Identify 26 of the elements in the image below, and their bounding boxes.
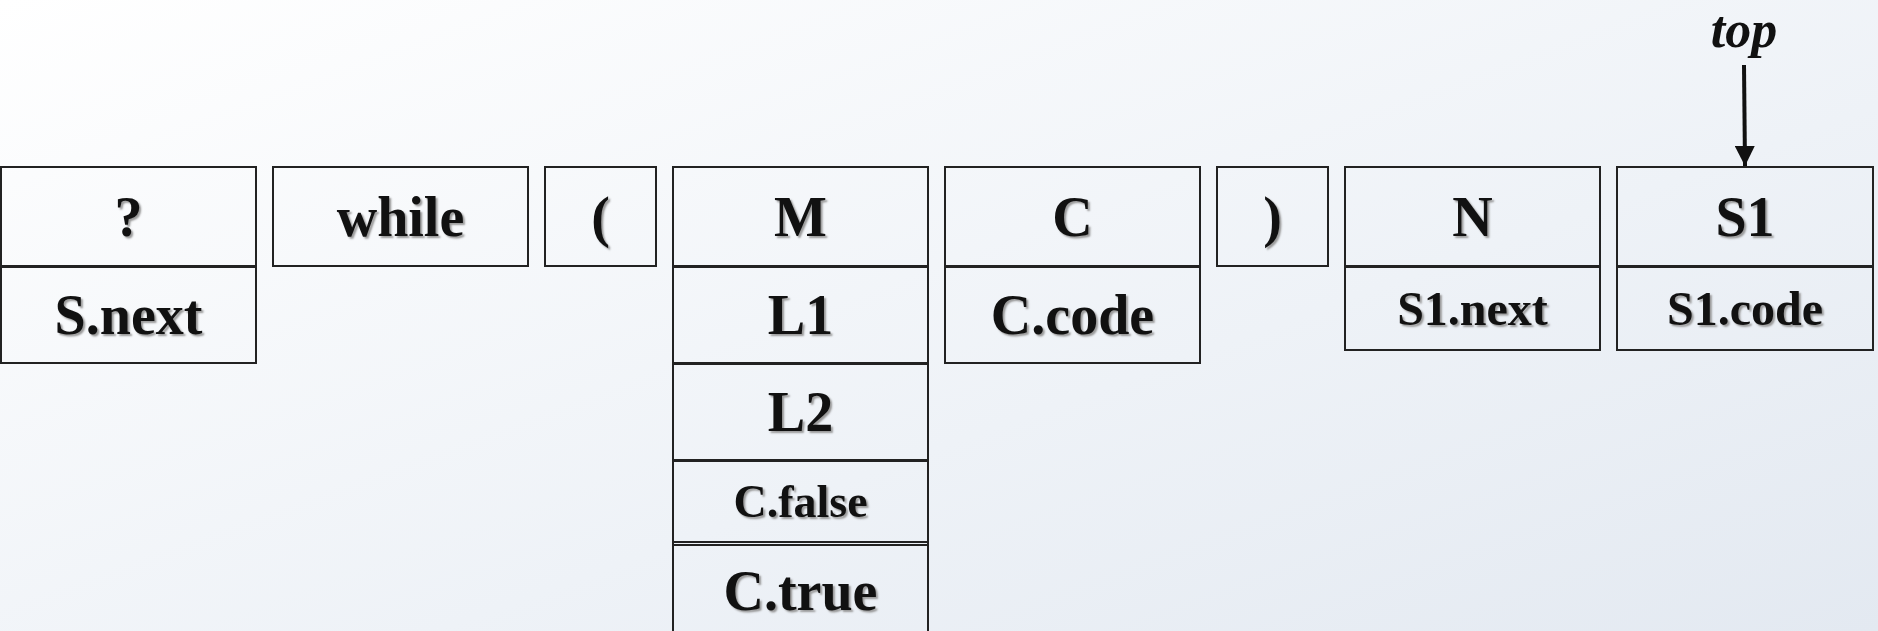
attribute-field: L1: [674, 265, 927, 362]
arrow: [1734, 64, 1755, 167]
stack-entry: [672, 166, 929, 631]
attribute-field: C.true: [674, 541, 927, 631]
stack-entry: [544, 166, 657, 267]
stack-entry: [1344, 166, 1601, 351]
stack-entry: [272, 166, 529, 267]
grammar-symbol: (: [590, 184, 611, 250]
attribute-field: S.next: [2, 265, 255, 362]
grammar-symbol: while: [335, 184, 466, 250]
attribute-field: S1.next: [1346, 265, 1599, 349]
stack-entry: [1216, 166, 1329, 267]
grammar-symbol: M: [773, 184, 828, 250]
grammar-symbol: S1: [1714, 184, 1776, 250]
stack-entry: [944, 166, 1201, 364]
attribute-field: C.code: [946, 265, 1199, 362]
attribute-field: S1.code: [1618, 265, 1872, 349]
attribute-field: L2: [674, 362, 927, 459]
grammar-symbol: ): [1262, 184, 1283, 250]
stack-entry: [0, 166, 257, 364]
pointer-label: top: [1694, 0, 1794, 59]
grammar-symbol: ?: [113, 184, 144, 250]
grammar-symbol: N: [1451, 184, 1494, 250]
attribute-field: C.false: [674, 459, 927, 541]
grammar-symbol: C: [1051, 184, 1094, 250]
stack-entry: [1616, 166, 1874, 351]
